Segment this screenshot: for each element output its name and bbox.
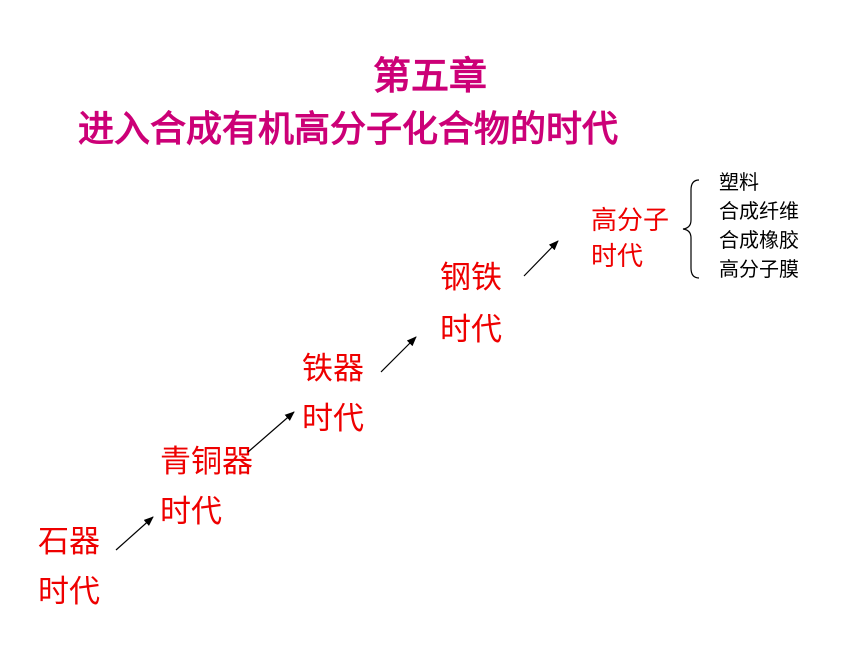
era-name: 高分子 <box>591 206 670 236</box>
material-item: 合成纤维 <box>719 199 799 223</box>
era-stone-age: 石器 时代 <box>38 517 100 617</box>
era-suffix: 时代 <box>38 574 100 610</box>
chapter-title: 第五章 <box>372 54 487 98</box>
arrow-bronze-to-iron <box>247 411 295 453</box>
era-name: 铁器 <box>302 351 364 387</box>
arrow-steel-to-polymer <box>523 240 559 277</box>
era-suffix: 时代 <box>302 401 364 437</box>
era-suffix: 时代 <box>160 494 222 530</box>
era-name: 青铜器 <box>160 444 253 480</box>
era-suffix: 时代 <box>440 312 502 348</box>
era-polymer-age: 高分子 时代 <box>591 203 669 275</box>
material-item: 塑料 <box>719 170 759 194</box>
arrow-stone-to-bronze <box>115 516 154 551</box>
era-bronze-age: 青铜器 时代 <box>160 437 253 537</box>
material-item: 合成橡胶 <box>719 228 799 252</box>
chapter-subtitle: 进入合成有机高分子化合物的时代 <box>78 109 619 150</box>
material-item: 高分子膜 <box>719 257 799 281</box>
curly-brace <box>682 179 700 279</box>
era-suffix: 时代 <box>591 242 644 272</box>
polymer-materials-list: 塑料 合成纤维 合成橡胶 高分子膜 <box>719 168 799 284</box>
era-steel-age: 钢铁 时代 <box>440 252 502 356</box>
era-iron-age: 铁器 时代 <box>302 344 364 444</box>
era-name: 钢铁 <box>440 260 502 296</box>
arrow-iron-to-steel <box>380 336 417 373</box>
era-name: 石器 <box>38 524 100 560</box>
